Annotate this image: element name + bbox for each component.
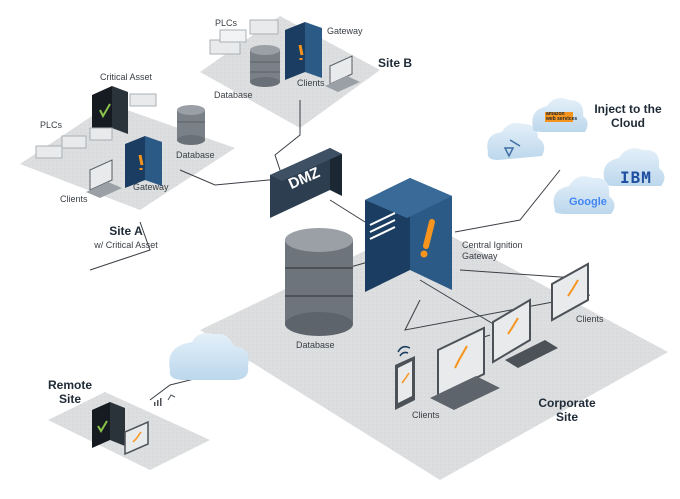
corporate-client-monitor-right	[551, 262, 589, 322]
site-a-title: Site A	[109, 224, 143, 238]
corporate-client-monitor-center	[492, 298, 558, 368]
dmz-firewall-icon	[270, 148, 342, 218]
central-gateway-label-line2: Gateway	[462, 251, 498, 261]
site-b-client-laptop-icon	[325, 55, 360, 92]
site-a-database-label: Database	[176, 150, 215, 160]
site-a-plcs	[35, 93, 157, 159]
remote-site-title: Remote Site	[40, 378, 100, 406]
site-b-gateway-server-icon	[285, 22, 322, 80]
site-b-title: Site B	[378, 56, 413, 70]
corporate-client-laptop	[430, 326, 500, 410]
site-b-database-icon	[250, 45, 280, 87]
central-gateway-server-icon	[365, 178, 452, 292]
central-gateway-label: Central Ignition Gateway	[462, 240, 523, 262]
corporate-clients-left-label: Clients	[412, 410, 440, 420]
corporate-database-icon	[285, 228, 353, 336]
site-b-plcs-label: PLCs	[215, 18, 238, 28]
corporate-database-label: Database	[296, 340, 335, 350]
site-a-subtitle: w/ Critical Asset	[94, 240, 158, 250]
cloud-title-line1: Inject to the	[594, 102, 662, 116]
site-a-title-block: Site A w/ Critical Asset	[86, 224, 166, 252]
site-a-gateway-label: Gateway	[133, 182, 169, 192]
site-a-clients-label: Clients	[60, 194, 88, 204]
site-b-plcs	[209, 19, 279, 55]
corporate-site-title: Corporate Site	[522, 396, 612, 424]
remote-cloud-icon	[169, 333, 249, 380]
cloud-title-line2: Cloud	[611, 116, 645, 130]
aws-cloud-icon	[532, 98, 588, 132]
corporate-site-title-line1: Corporate	[538, 396, 596, 410]
site-b-database-label: Database	[214, 90, 253, 100]
ibm-logo-text: IBM	[620, 168, 652, 187]
remote-client-monitor	[124, 420, 149, 456]
corporate-client-tablet	[395, 345, 415, 410]
site-a-gateway-server-icon	[125, 136, 162, 188]
site-a-client-laptop-icon	[86, 159, 122, 198]
aws-logo-line2: web services	[546, 116, 578, 122]
site-a-database-icon	[177, 105, 205, 145]
corporate-clients-right-label: Clients	[576, 314, 604, 324]
aws-logo-text: amazon web services	[546, 112, 577, 122]
ibm-cloud-icon	[603, 148, 665, 186]
site-a-critical-asset-icon	[92, 86, 128, 136]
corporate-site-title-line2: Site	[555, 410, 578, 424]
site-a-plcs-label: PLCs	[40, 120, 63, 130]
remote-site-title-line1: Remote	[47, 378, 92, 392]
signal-icon	[154, 394, 176, 406]
cloud-icon-generic	[487, 123, 545, 160]
site-b-gateway-label: Gateway	[327, 26, 363, 36]
google-cloud-icon	[553, 176, 615, 214]
central-gateway-label-line1: Central Ignition	[462, 240, 523, 250]
remote-site-title-line2: Site	[58, 392, 81, 406]
google-logo-text: Google	[569, 196, 607, 208]
site-a-critical-asset-label: Critical Asset	[100, 72, 153, 82]
aws-logo-line1: amazon	[546, 111, 565, 117]
cloud-title: Inject to the Cloud	[580, 102, 676, 130]
site-b-clients-label: Clients	[297, 78, 325, 88]
remote-asset-icon	[92, 402, 125, 448]
